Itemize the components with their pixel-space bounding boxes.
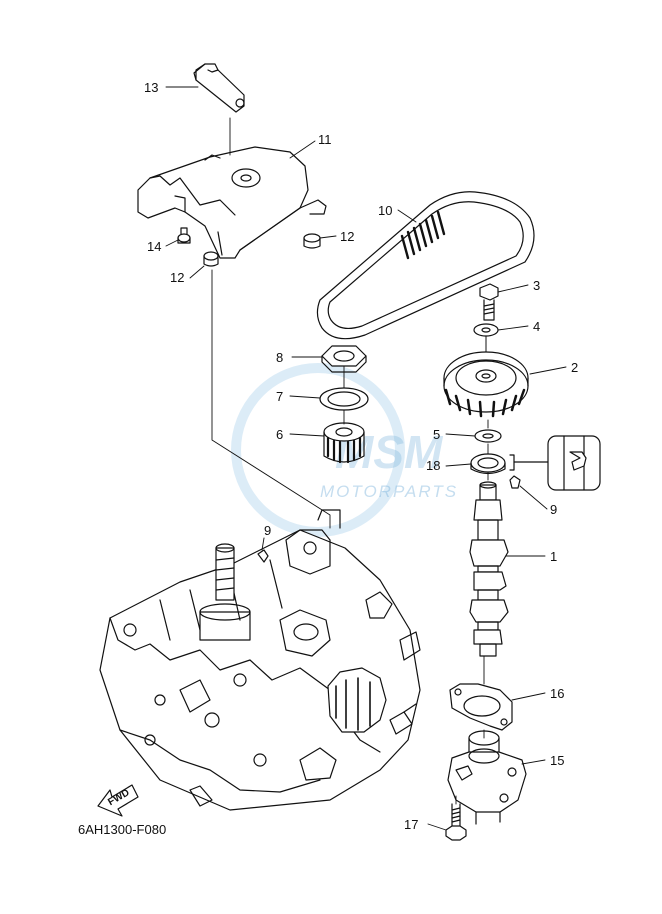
callout-9-right: 9 [550, 502, 557, 517]
watermark: MSM MOTORPARTS [231, 363, 458, 537]
callout-13: 13 [144, 80, 158, 95]
part-4-washer[interactable] [473, 323, 499, 337]
callout-18: 18 [426, 458, 440, 473]
callout-7: 7 [276, 389, 283, 404]
part-6-drive-sprocket[interactable] [323, 422, 365, 464]
part-12-grommet-left[interactable] [203, 251, 219, 267]
part-14-screw[interactable] [177, 227, 191, 244]
watermark-sub: MOTORPARTS [320, 482, 458, 501]
callout-1: 1 [550, 549, 557, 564]
callout-3: 3 [533, 278, 540, 293]
part-11-belt-cover[interactable] [137, 146, 327, 259]
part-7-washer[interactable] [319, 387, 369, 411]
callout-11: 11 [318, 132, 332, 147]
callout-16: 16 [550, 686, 564, 701]
callout-15: 15 [550, 753, 564, 768]
part-1-camshaft[interactable] [469, 481, 509, 657]
drawing-code: 6AH1300-F080 [78, 822, 167, 837]
part-9-dowel-left[interactable] [257, 549, 269, 563]
callout-12-right: 12 [340, 229, 354, 244]
seal-detail-inset [509, 435, 601, 491]
callout-4: 4 [533, 319, 540, 334]
part-5-washer[interactable] [474, 429, 502, 443]
part-2-driven-pulley[interactable] [443, 351, 529, 418]
part-9-dowel-right[interactable] [509, 475, 521, 489]
part-18-oil-seal[interactable] [470, 453, 506, 475]
part-17-bolt[interactable] [445, 803, 467, 841]
callout-2: 2 [571, 360, 578, 375]
callout-10: 10 [378, 203, 392, 218]
fwd-arrow-icon [97, 784, 139, 817]
leader-lines [165, 86, 567, 831]
part-10-timing-belt[interactable] [316, 191, 535, 340]
callout-17: 17 [404, 817, 418, 832]
callout-8: 8 [276, 350, 283, 365]
part-3-bolt[interactable] [479, 283, 499, 321]
callout-9-left: 9 [264, 523, 271, 538]
callout-14: 14 [147, 239, 161, 254]
callout-12-left: 12 [170, 270, 184, 285]
part-16-gasket[interactable] [449, 683, 513, 731]
callout-6: 6 [276, 427, 283, 442]
callout-5: 5 [433, 427, 440, 442]
cylinder-head-assembly [99, 509, 421, 811]
part-12-grommet-right[interactable] [303, 233, 321, 249]
part-13-bracket[interactable] [193, 63, 245, 113]
